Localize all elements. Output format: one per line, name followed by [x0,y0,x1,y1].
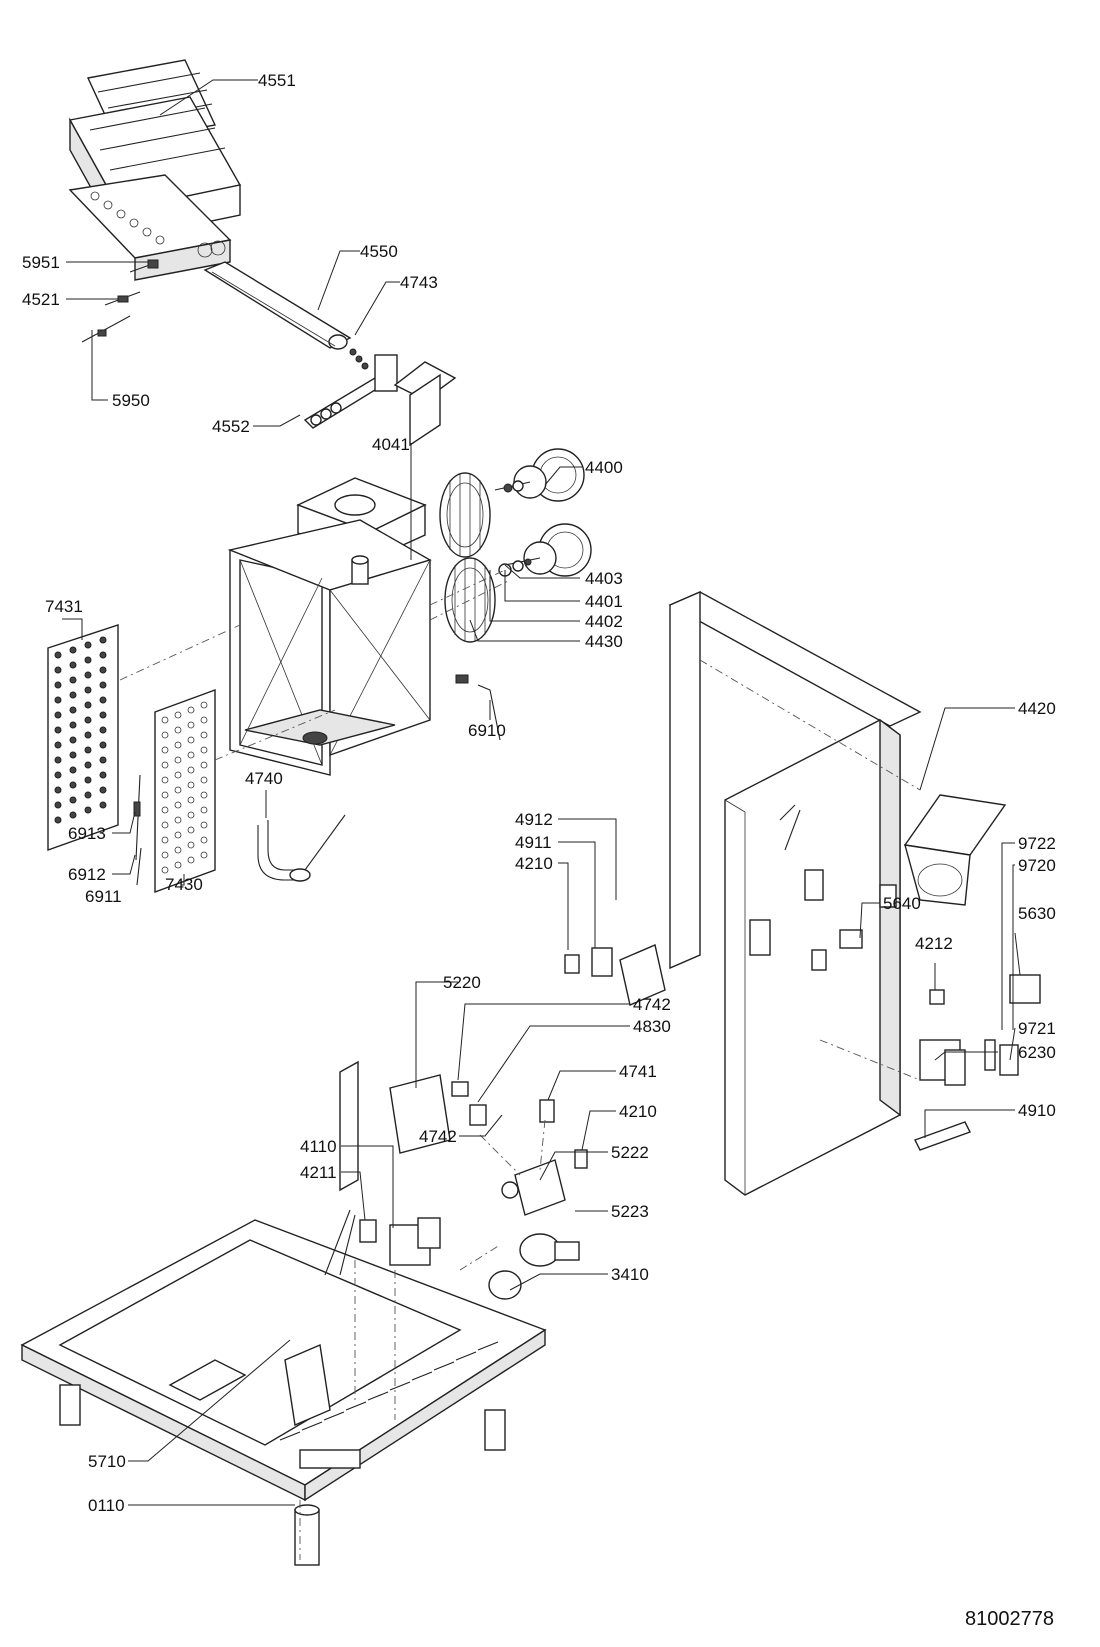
part-label: 9722 [1018,834,1056,853]
part-label: 4550 [360,242,398,261]
part-label: 4911 [515,833,552,852]
part-label: 4403 [585,569,623,588]
part-label: 4742 [633,995,671,1014]
part-label: 4430 [585,632,623,651]
part-label: 4402 [585,612,623,631]
part-label: 3410 [611,1265,649,1284]
rear-panel-drawing [668,590,922,1196]
part-label: 4211 [300,1163,337,1182]
burner-housing-drawing [68,59,457,447]
part-label: 6912 [68,865,106,884]
document-number: 81002778 [965,1608,1054,1630]
assembly-centerlines [119,569,921,1560]
part-label: 5220 [443,973,481,992]
part-label: 4743 [400,273,438,292]
part-label: 9720 [1018,856,1056,875]
part-label: 4910 [1018,1101,1056,1120]
part-label: 6910 [468,721,506,740]
part-label: 4210 [515,854,553,873]
part-label: 5951 [22,253,60,272]
electrical-components-drawing [564,929,1041,1151]
part-label: 4210 [619,1102,657,1121]
part-label: 4830 [633,1017,671,1036]
part-label: 5950 [112,391,150,410]
oven-cavity-drawing [227,477,432,776]
part-label: 5710 [88,1452,126,1471]
fan-motors-drawing [439,448,592,643]
part-label: 7431 [45,597,83,616]
duct-4420-drawing [903,794,1007,906]
part-label: 4420 [1018,699,1056,718]
part-label: 9721 [1018,1019,1056,1038]
part-label: 4401 [585,592,623,611]
part-label: 6913 [68,824,106,843]
leader-lines [62,79,1021,1506]
part-label: 4110 [300,1137,337,1156]
part-label: 4552 [212,417,250,436]
part-labels: 4551 4550 4743 5951 4521 5950 4552 4041 … [22,71,1056,1515]
part-label: 4912 [515,810,553,829]
part-label: 4742 [419,1127,457,1146]
part-label: 4521 [22,290,60,309]
part-label: 4741 [619,1062,657,1081]
racks-drawing [47,624,501,894]
part-label: 4551 [258,71,296,90]
part-label: 4212 [915,934,953,953]
part-label: 0110 [88,1496,125,1515]
part-label: 5222 [611,1143,649,1162]
part-label: 5223 [611,1202,649,1221]
part-label: 5630 [1018,904,1056,923]
part-label: 4041 [372,435,410,454]
base-frame-drawing [20,1209,547,1566]
part-label: 5640 [883,894,921,913]
part-label: 4740 [245,769,283,788]
part-label: 6230 [1018,1043,1056,1062]
part-label: 4400 [585,458,623,477]
part-label: 6911 [85,887,122,906]
part-label: 7430 [165,875,203,894]
gas-valve-drawing [339,1060,588,1300]
